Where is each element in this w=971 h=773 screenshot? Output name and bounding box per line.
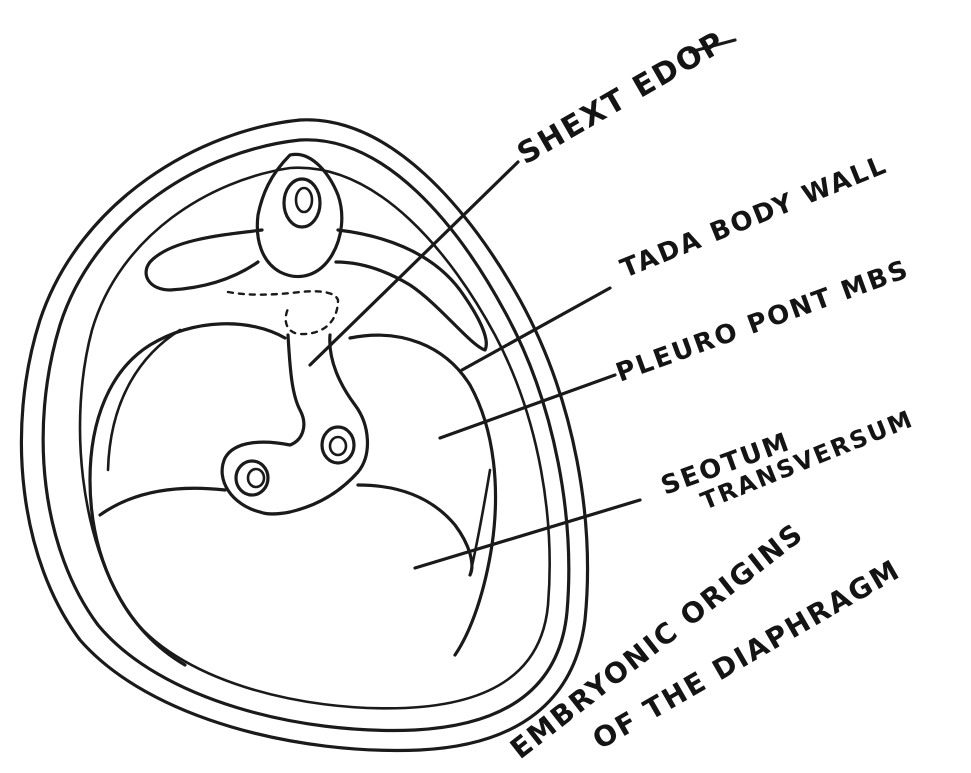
body-wall-outlines (21, 120, 587, 751)
label-body-wall: TADA BODY WALL (616, 150, 891, 285)
leader-pleuro (440, 375, 615, 438)
left-rib-process (146, 230, 262, 290)
leader-septum (415, 500, 640, 568)
inner-body-wall (80, 168, 550, 709)
neural-canal (284, 179, 320, 227)
outer-body-wall (21, 120, 587, 751)
aorta-circle-inner (330, 437, 346, 455)
septum-transversum (100, 470, 490, 575)
label-septum-edge: SHEXT EDOP (512, 25, 732, 172)
septum-left-arc (100, 488, 225, 515)
aorta-circle (322, 427, 354, 463)
labels: SHEXT EDOP TADA BODY WALL PLEURO PONT MB… (504, 25, 918, 766)
esophagus-mesentery (222, 335, 367, 514)
gut-lumen-left-inner (248, 469, 264, 487)
septum-right-arc (358, 485, 472, 575)
dorsal-mesentery-dashed (228, 291, 338, 334)
septum-right-inner (470, 470, 490, 575)
neural-lumen (296, 188, 312, 212)
right-pleural-fold (350, 335, 496, 655)
label-pleuro-folds: PLEURO PONT MBS (612, 254, 913, 388)
mesentery-left-edge (222, 335, 304, 512)
